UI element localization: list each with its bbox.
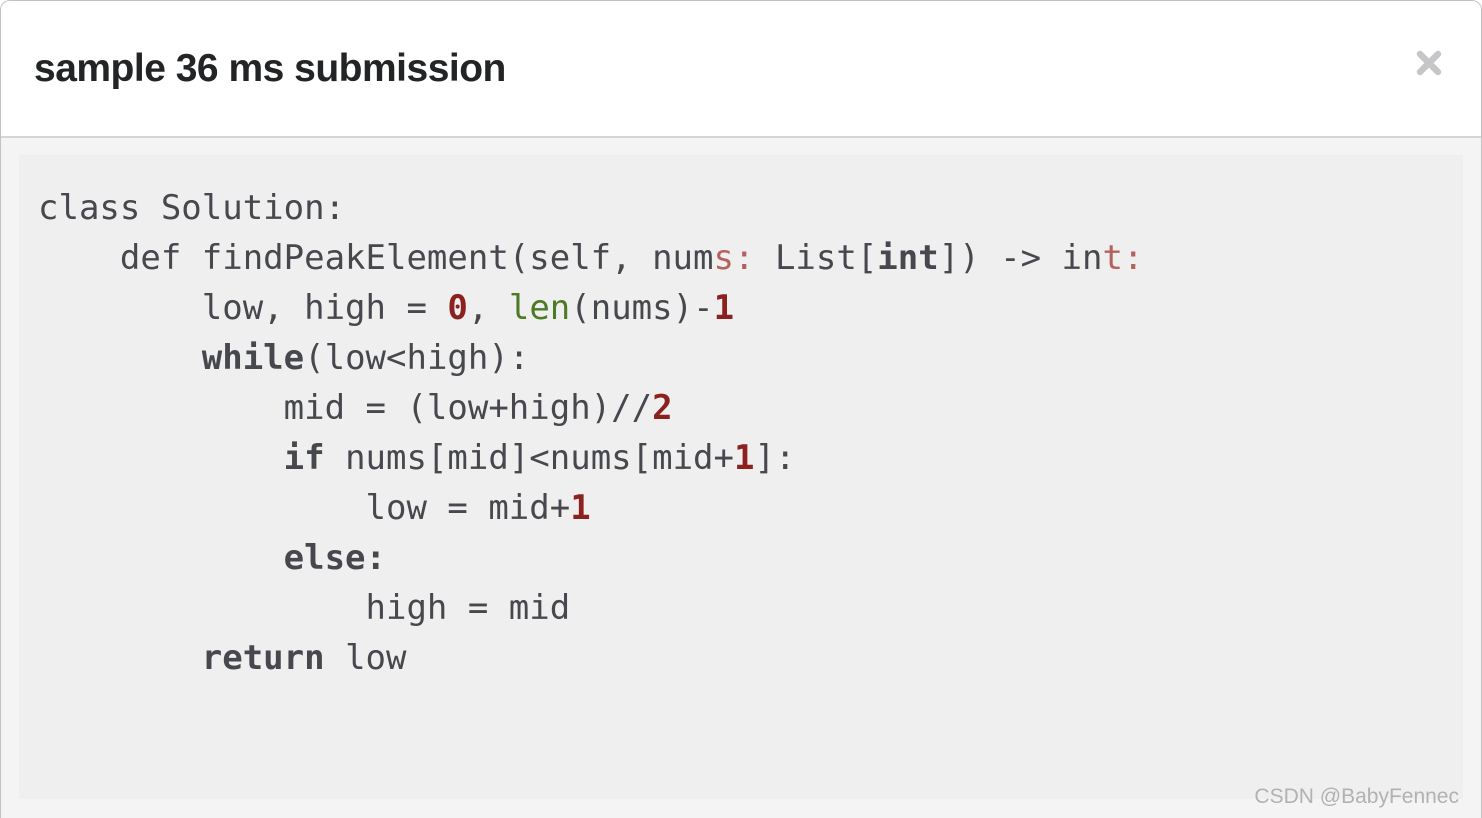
code-segment-keyword: if: [283, 438, 325, 478]
code-line: low = mid+1: [38, 483, 1443, 533]
code-segment-plain: ]) -> in: [938, 238, 1103, 278]
code-segment-number: 2: [652, 388, 673, 428]
code-line: else:: [38, 533, 1443, 583]
code-segment-plain: low: [324, 638, 407, 678]
code-segment-number: 1: [713, 288, 735, 328]
modal-title: sample 36 ms submission: [34, 46, 506, 90]
code-line: if nums[mid]<nums[mid+1]:: [38, 433, 1443, 483]
code-segment-plain: nums[mid]<nums[mid+: [324, 438, 734, 478]
code-segment-plain: [38, 438, 284, 478]
code-segment-plain: ]:: [754, 438, 796, 478]
code-segment-plain: class Solution:: [38, 188, 346, 228]
code-segment-type: t:: [1102, 238, 1144, 278]
code-line: mid = (low+high)//2: [38, 383, 1443, 433]
code-segment-plain: ,: [467, 288, 509, 328]
code-segment-type: s:: [713, 238, 755, 278]
code-segment-plain: mid = (low+high)//: [38, 388, 653, 428]
code-segment-keyword: else:: [283, 538, 386, 578]
modal-header: sample 36 ms submission: [1, 1, 1481, 138]
code-segment-builtin: len: [508, 288, 571, 328]
code-segment-number: 1: [570, 488, 591, 528]
code-line: class Solution:: [38, 183, 1443, 233]
code-line: while(low<high):: [38, 333, 1443, 383]
code-segment-plain: low, high =: [38, 288, 448, 328]
code-line: low, high = 0, len(nums)-1: [38, 283, 1443, 333]
code-segment-plain: [38, 638, 202, 678]
close-button[interactable]: [1407, 41, 1451, 85]
close-icon: [1412, 46, 1446, 80]
code-segment-plain: (low<high):: [304, 338, 530, 378]
code-segment-plain: def findPeakElement(self, num: [38, 238, 714, 278]
code-segment-plain: high = mid: [38, 588, 571, 628]
code-segment-plain: [38, 538, 284, 578]
code-segment-plain: low = mid+: [38, 488, 571, 528]
code-line: return low: [38, 633, 1443, 683]
code-segment-plain: List[: [754, 238, 878, 278]
modal-body: class Solution: def findPeakElement(self…: [1, 138, 1481, 818]
code-segment-keyword: while: [201, 338, 305, 378]
code-segment-plain: (nums)-: [570, 288, 714, 328]
code-segment-keyword: return: [201, 638, 325, 678]
watermark: CSDN @BabyFennec: [1254, 785, 1459, 808]
code-block: class Solution: def findPeakElement(self…: [19, 155, 1463, 799]
code-line: def findPeakElement(self, nums: List[int…: [38, 233, 1443, 283]
code-segment-keyword: int: [877, 238, 939, 278]
code-line: high = mid: [38, 583, 1443, 633]
code-segment-number: 1: [734, 438, 755, 478]
code-segment-plain: [38, 338, 202, 378]
code-segment-number: 0: [447, 288, 468, 328]
